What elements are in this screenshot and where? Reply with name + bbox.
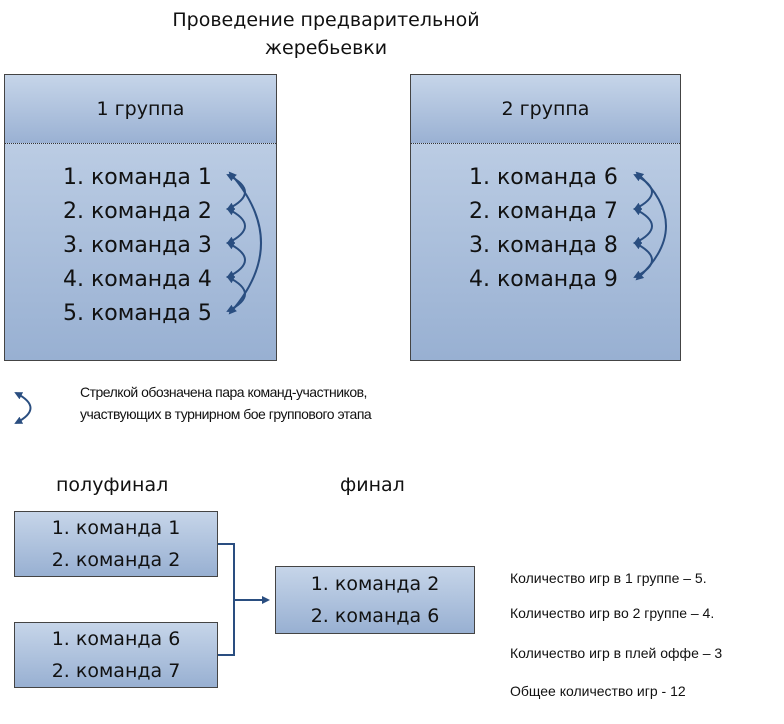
- count-playoff: Количество игр в плей оффе – 3: [510, 645, 723, 661]
- title-line-1: Проведение предварительной: [172, 9, 480, 31]
- pair-arrow-icon: [226, 242, 246, 278]
- pair-arrow-icon: [226, 208, 246, 244]
- final-box: 1. команда 2 2. команда 6: [275, 566, 475, 634]
- team-item: 2. команда 7: [469, 199, 618, 224]
- team-item: 1. команда 6: [51, 628, 181, 650]
- team-item: 2. команда 6: [310, 605, 440, 627]
- semifinal-pair-2: 1. команда 6 2. команда 7: [14, 622, 218, 688]
- team-item: 4. команда 4: [63, 267, 212, 292]
- team-item: 4. команда 9: [469, 267, 618, 292]
- final-label: финал: [340, 474, 405, 496]
- legend-line: участвующих в турнирном бое группового э…: [80, 406, 372, 422]
- legend-arrow-icon: [14, 392, 32, 424]
- page-title: Проведение предварительной жеребьевки: [0, 6, 784, 62]
- pair-arrow-icon: [635, 171, 667, 281]
- count-group-1: Количество игр в 1 группе – 5.: [510, 570, 707, 586]
- count-group-2: Количество игр во 2 группе – 4.: [510, 605, 715, 621]
- team-item: 5. команда 5: [63, 301, 212, 326]
- team-item: 2. команда 2: [51, 549, 181, 571]
- legend-text: Стрелкой обозначена пара команд-участник…: [80, 381, 372, 425]
- group-1-header: 1 группа: [5, 75, 276, 144]
- team-item: 1. команда 2: [310, 573, 440, 595]
- team-item: 2. команда 7: [51, 660, 181, 682]
- team-item: 1. команда 6: [469, 165, 618, 190]
- team-item: 2. команда 2: [63, 199, 212, 224]
- team-item: 3. команда 8: [469, 233, 618, 258]
- team-item: 1. команда 1: [51, 517, 181, 539]
- pair-arrow-icon: [633, 208, 653, 244]
- bracket-connector: [218, 543, 270, 656]
- group-2-header: 2 группа: [411, 75, 680, 144]
- semifinal-label: полуфинал: [56, 474, 169, 496]
- pair-arrow-icon: [228, 171, 262, 315]
- semifinal-pair-1: 1. команда 1 2. команда 2: [14, 511, 218, 577]
- title-line-2: жеребьевки: [264, 37, 388, 59]
- legend-line: Стрелкой обозначена пара команд-участник…: [80, 384, 367, 400]
- count-total: Общее количество игр - 12: [510, 683, 686, 699]
- team-item: 1. команда 1: [63, 165, 212, 190]
- team-item: 3. команда 3: [63, 233, 212, 258]
